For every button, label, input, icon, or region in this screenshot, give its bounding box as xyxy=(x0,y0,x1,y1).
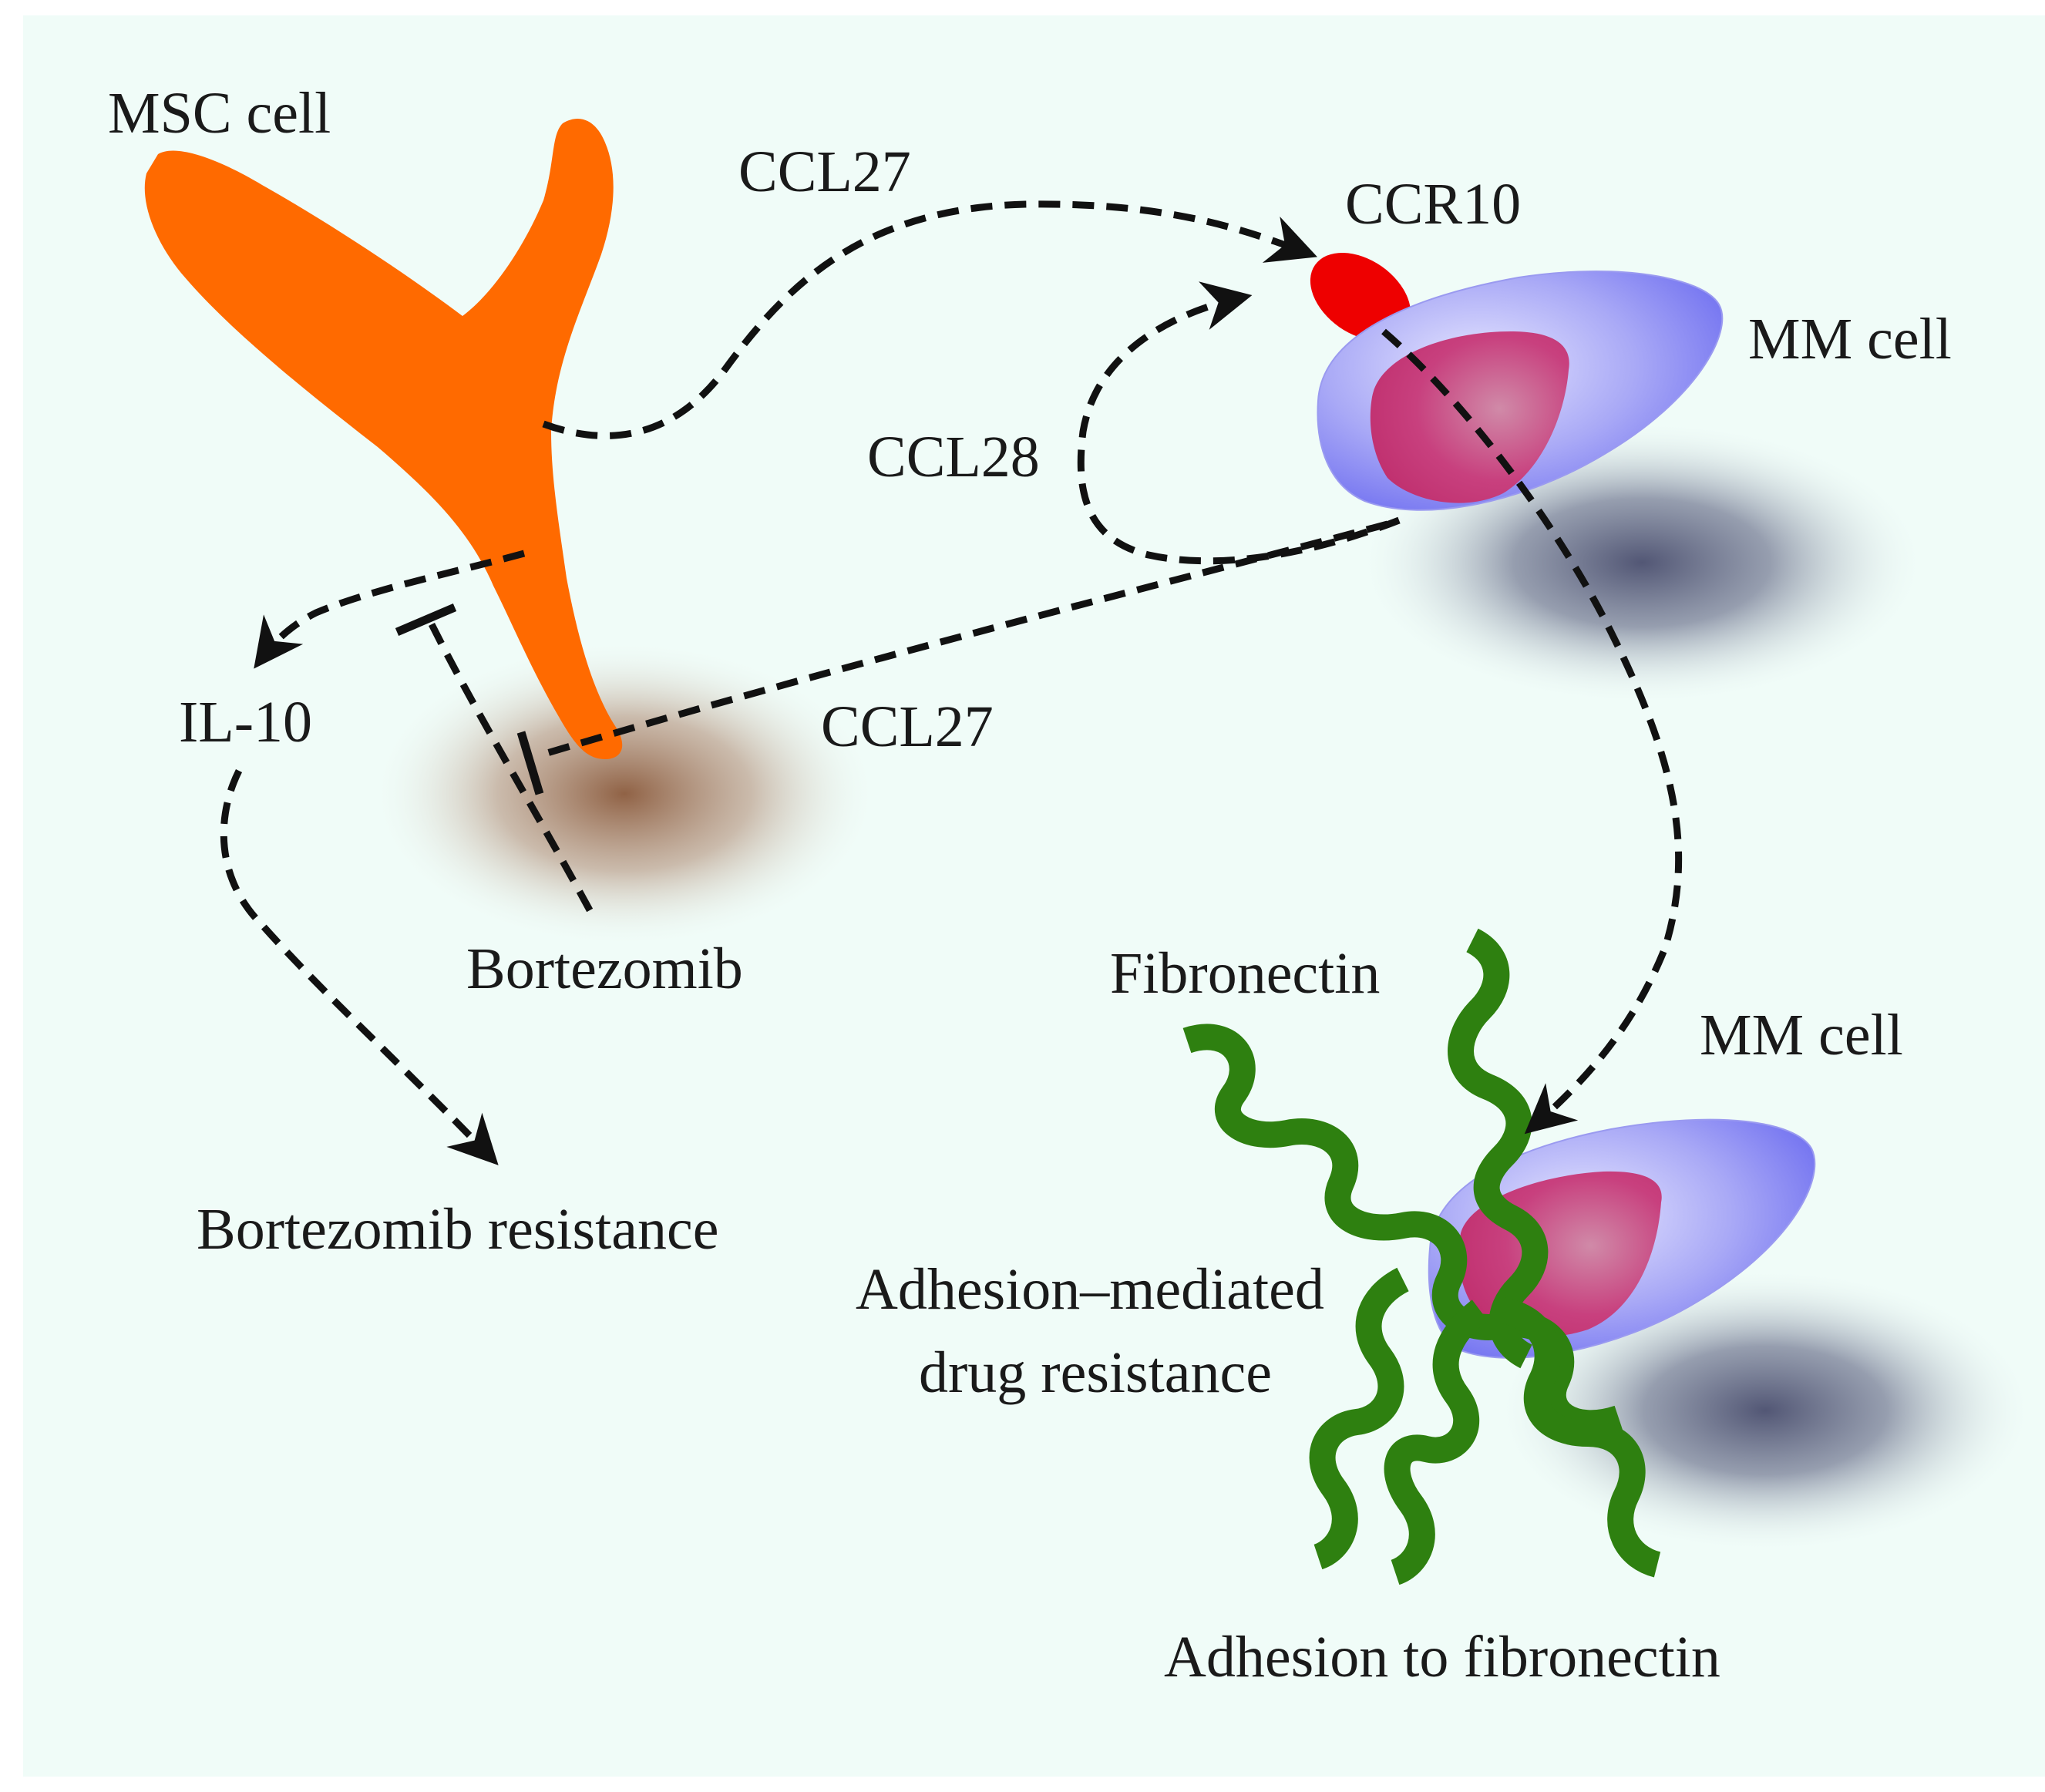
arrow-il10-to-resistance xyxy=(220,768,499,1165)
label-ccl27-mid: CCL27 xyxy=(821,694,994,759)
label-mm-cell-bottom: MM cell xyxy=(1700,1003,1903,1067)
inhibit-bar-ccl27 xyxy=(516,731,544,795)
fibronectin-strands xyxy=(1182,928,1662,1585)
msc-cell-body xyxy=(144,119,623,759)
label-fibronectin: Fibronectin xyxy=(1110,941,1380,1006)
label-msc-cell: MSC cell xyxy=(108,81,331,146)
label-ccr10: CCR10 xyxy=(1345,172,1521,237)
arrow-ccl28-loop xyxy=(1077,281,1401,565)
arrow-mm-to-adhesion xyxy=(1381,328,1683,1135)
label-adhesion-mediated-line2: drug resistance xyxy=(919,1340,1272,1405)
label-il10: IL-10 xyxy=(179,690,312,755)
label-mm-cell-top: MM cell xyxy=(1748,307,1952,372)
arrow-ccl27-to-ccr10 xyxy=(542,200,1317,439)
label-adhesion-mediated-line1: Adhesion–mediated xyxy=(856,1257,1324,1322)
label-ccl28: CCL28 xyxy=(867,425,1040,489)
label-adhesion-to-fibronectin: Adhesion to fibronectin xyxy=(1164,1625,1720,1689)
msc-brown-glow xyxy=(370,640,879,948)
inhibit-line-bortezomib xyxy=(428,622,597,920)
arrow-msc-to-il10 xyxy=(254,550,526,669)
label-bortezomib: Bortezomib xyxy=(466,936,743,1001)
label-bortezomib-resistance: Bortezomib resistance xyxy=(197,1197,718,1262)
label-ccl27-top: CCL27 xyxy=(738,140,911,204)
inhibit-bar-bortezomib xyxy=(395,603,457,637)
inhibit-line-ccl27 xyxy=(538,520,1389,759)
